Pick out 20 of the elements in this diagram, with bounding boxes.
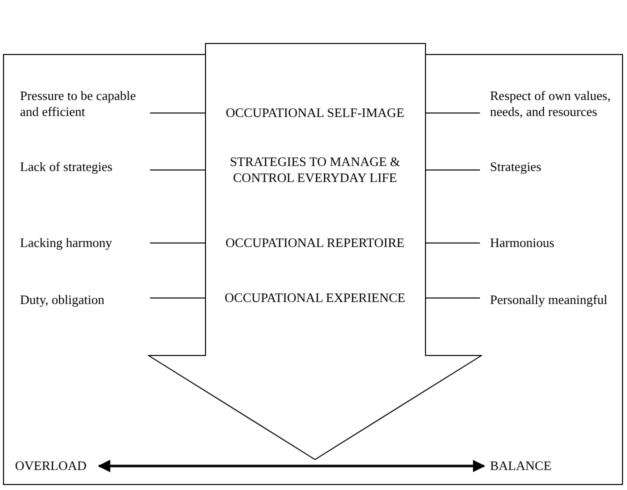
factor-label: Lacking harmony (20, 235, 145, 253)
arrow-section-label: OCCUPATIONAL SELF-IMAGE (205, 95, 425, 131)
arrow-section-label: OCCUPATIONAL REPERTOIRE (205, 225, 425, 261)
connector-line (150, 112, 206, 114)
factor-label: Pressure to be capable and efficient (20, 88, 148, 138)
factor-label: Respect of own values, needs, and resources (490, 88, 625, 138)
scale-end-label: BALANCE (490, 457, 570, 475)
factor-label: Strategies (490, 159, 615, 177)
factor-label: Personally meaningful (490, 292, 615, 326)
connector-line (424, 242, 480, 244)
down-arrow-shape (148, 43, 482, 460)
arrow-section-label: STRATEGIES TO MANAGE & CONTROL EVERYDAY LIFE (205, 143, 425, 197)
connector-line (424, 112, 480, 114)
connector-line (150, 242, 206, 244)
factor-label: Lack of strategies (20, 159, 145, 177)
double-headed-arrow (98, 460, 486, 472)
arrow-section-label: OCCUPATIONAL EXPERIENCE (205, 280, 425, 316)
scale-end-label: OVERLOAD (15, 457, 95, 475)
factor-label: Harmonious (490, 235, 615, 253)
factor-label: Duty, obligation (20, 292, 145, 310)
